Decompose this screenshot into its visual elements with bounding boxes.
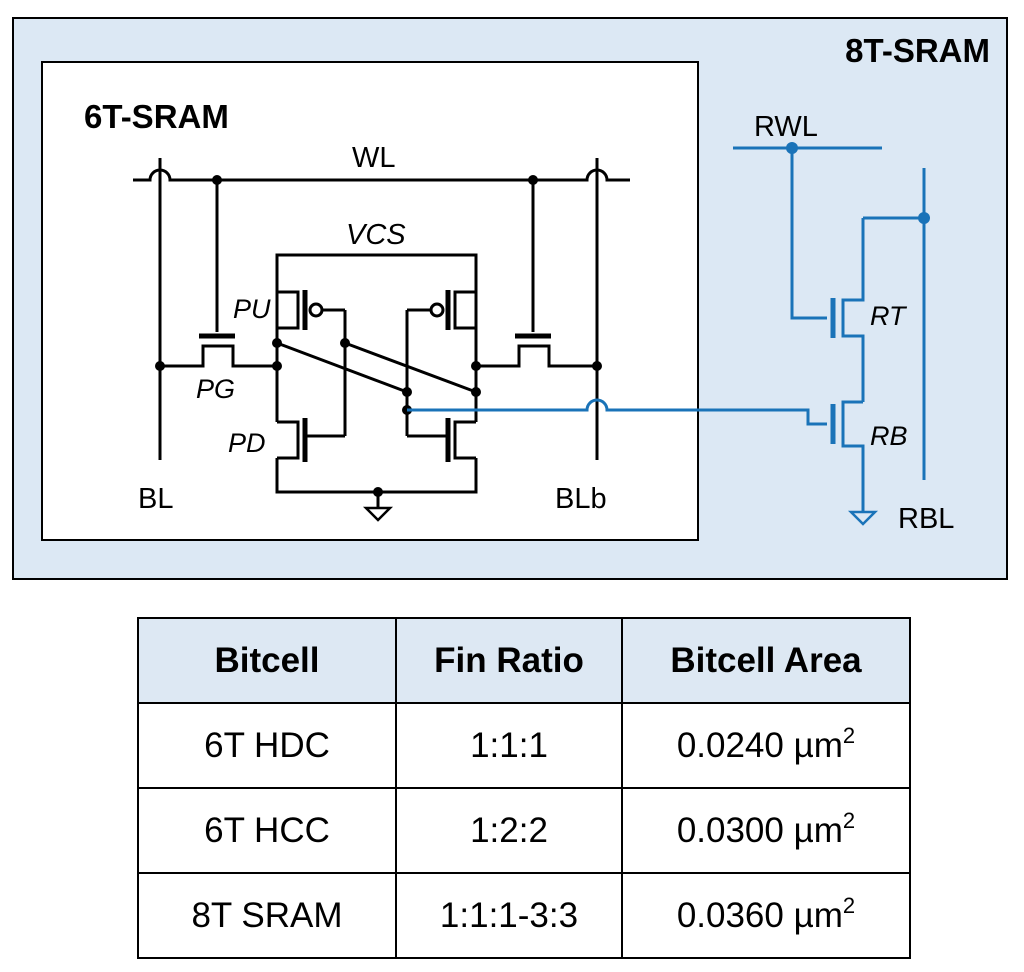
sram-schematic: 8T-SRAM 6T-SRAM <box>12 17 1008 580</box>
header-bitcell: Bitcell <box>137 617 397 704</box>
cell-fin-ratio: 1:2:2 <box>395 787 623 874</box>
table-row: 8T SRAM 1:1:1-3:3 0.0360 µm2 <box>137 872 911 959</box>
read-port-circuit <box>407 146 926 526</box>
8t-sram-title: 8T-SRAM <box>845 32 990 69</box>
blb-label: BLb <box>555 483 607 515</box>
6t-box <box>41 61 699 541</box>
area-value: 0.0240 µm <box>676 725 843 765</box>
table-row: 6T HDC 1:1:1 0.0240 µm2 <box>137 702 911 789</box>
rb-label: RB <box>870 421 908 451</box>
cell-bitcell: 8T SRAM <box>137 872 397 959</box>
cell-area: 0.0300 µm2 <box>621 787 911 874</box>
cell-bitcell: 6T HCC <box>137 787 397 874</box>
area-value: 0.0360 µm <box>676 895 843 935</box>
cell-fin-ratio: 1:1:1 <box>395 702 623 789</box>
read-port-dots <box>786 142 930 224</box>
table-row: 6T HCC 1:2:2 0.0300 µm2 <box>137 787 911 874</box>
area-unit-exponent: 2 <box>842 807 856 833</box>
vcs-label: VCS <box>346 219 406 251</box>
pg-label: PG <box>196 374 235 404</box>
rt-label: RT <box>870 301 908 331</box>
area-value: 0.0300 µm <box>676 810 843 850</box>
area-unit-exponent: 2 <box>842 722 856 748</box>
header-bitcell-area: Bitcell Area <box>621 617 911 704</box>
pd-label: PD <box>228 428 266 458</box>
cell-area: 0.0240 µm2 <box>621 702 911 789</box>
cell-area: 0.0360 µm2 <box>621 872 911 959</box>
bitcell-table: Bitcell Fin Ratio Bitcell Area 6T HDC 1:… <box>137 617 911 959</box>
wl-line <box>133 168 630 182</box>
cell-bitcell: 6T HDC <box>137 702 397 789</box>
bl-label: BL <box>138 483 173 515</box>
6t-sram-title: 6T-SRAM <box>84 98 229 135</box>
cell-fin-ratio: 1:1:1-3:3 <box>395 872 623 959</box>
header-fin-ratio: Fin Ratio <box>395 617 623 704</box>
rbl-label: RBL <box>898 503 954 535</box>
pu-label: PU <box>233 294 271 324</box>
wl-label: WL <box>352 142 396 174</box>
table-header-row: Bitcell Fin Ratio Bitcell Area <box>137 617 911 704</box>
6t-junction-dots <box>155 175 602 497</box>
rwl-label: RWL <box>754 111 818 143</box>
area-unit-exponent: 2 <box>842 892 856 918</box>
